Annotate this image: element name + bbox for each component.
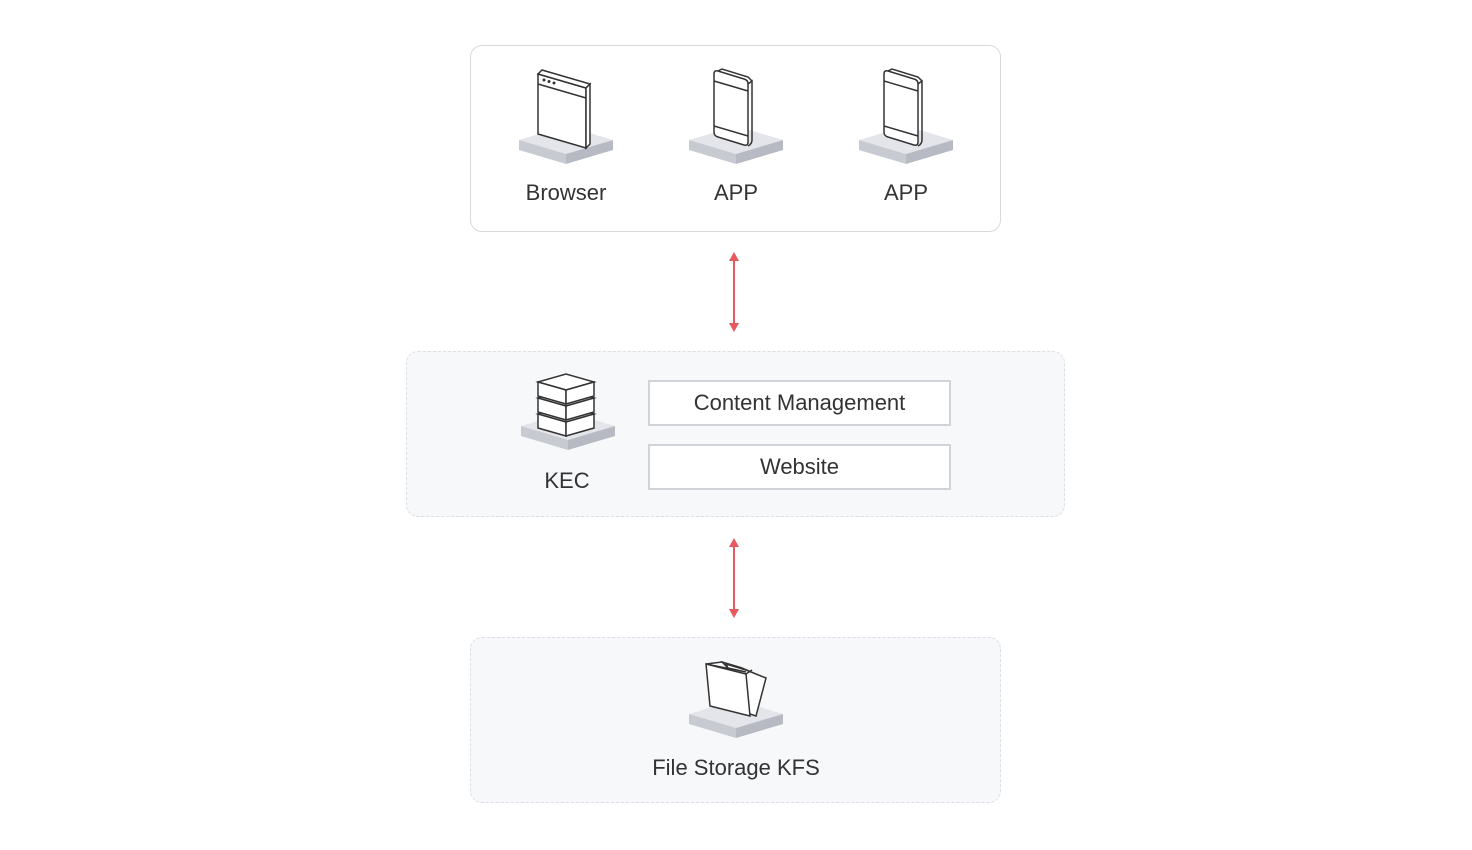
client-label-browser: Browser xyxy=(525,180,607,205)
service-website: Website xyxy=(648,444,951,490)
bidirectional-arrow-icon xyxy=(726,252,742,337)
client-label-app-2: APP xyxy=(883,180,929,205)
client-label-app-1: APP xyxy=(713,180,759,205)
mobile-phone-icon xyxy=(856,68,956,170)
folder-icon xyxy=(686,656,786,746)
mobile-phone-icon xyxy=(686,68,786,170)
bidirectional-arrow-icon xyxy=(726,538,742,623)
server-stack-icon xyxy=(518,368,618,460)
browser-icon xyxy=(516,68,616,170)
compute-label: KEC xyxy=(544,468,590,493)
storage-label: File Storage KFS xyxy=(652,755,820,780)
service-content-management: Content Management xyxy=(648,380,951,426)
